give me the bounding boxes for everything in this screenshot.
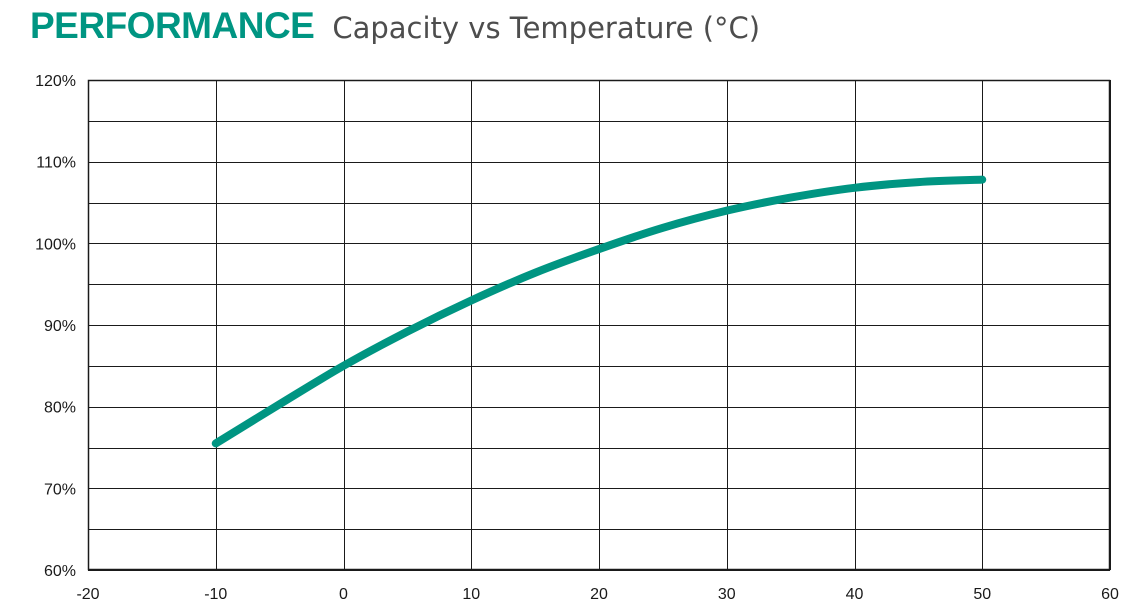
x-tick-label: 40 bbox=[846, 586, 864, 603]
x-tick-label: 50 bbox=[973, 586, 991, 603]
capacity-series-line bbox=[211, 175, 987, 448]
chart-title: PERFORMANCE bbox=[30, 5, 315, 46]
x-tick-label: 0 bbox=[339, 586, 348, 603]
y-tick-label: 100% bbox=[35, 236, 76, 253]
y-tick-label: 90% bbox=[44, 318, 76, 335]
x-tick-label: 30 bbox=[718, 586, 736, 603]
chart-subtitle: Capacity vs Temperature (°C) bbox=[332, 11, 761, 45]
x-tick-label: 60 bbox=[1101, 586, 1119, 603]
x-tick-label: -10 bbox=[204, 586, 227, 603]
x-tick-label: 10 bbox=[462, 586, 480, 603]
plot-frame bbox=[87, 79, 1111, 571]
y-tick-label: 110% bbox=[36, 155, 76, 172]
x-tick-label: 20 bbox=[590, 586, 608, 603]
y-tick-label: 120% bbox=[35, 73, 76, 90]
y-tick-label: 70% bbox=[44, 481, 76, 498]
y-tick-label: 80% bbox=[44, 400, 76, 417]
y-tick-label: 60% bbox=[44, 563, 76, 580]
chart-header: PERFORMANCE Capacity vs Temperature (°C) bbox=[30, 0, 760, 52]
chart-grid bbox=[87, 79, 1111, 571]
x-tick-label: -20 bbox=[76, 586, 99, 603]
y-axis-tick-labels: 60% 70% 80% 90% 100% 110% 120% bbox=[35, 73, 76, 580]
x-axis-tick-labels: -20 -10 0 10 20 30 40 50 60 bbox=[76, 586, 1119, 603]
chart-series-layer bbox=[211, 175, 987, 448]
